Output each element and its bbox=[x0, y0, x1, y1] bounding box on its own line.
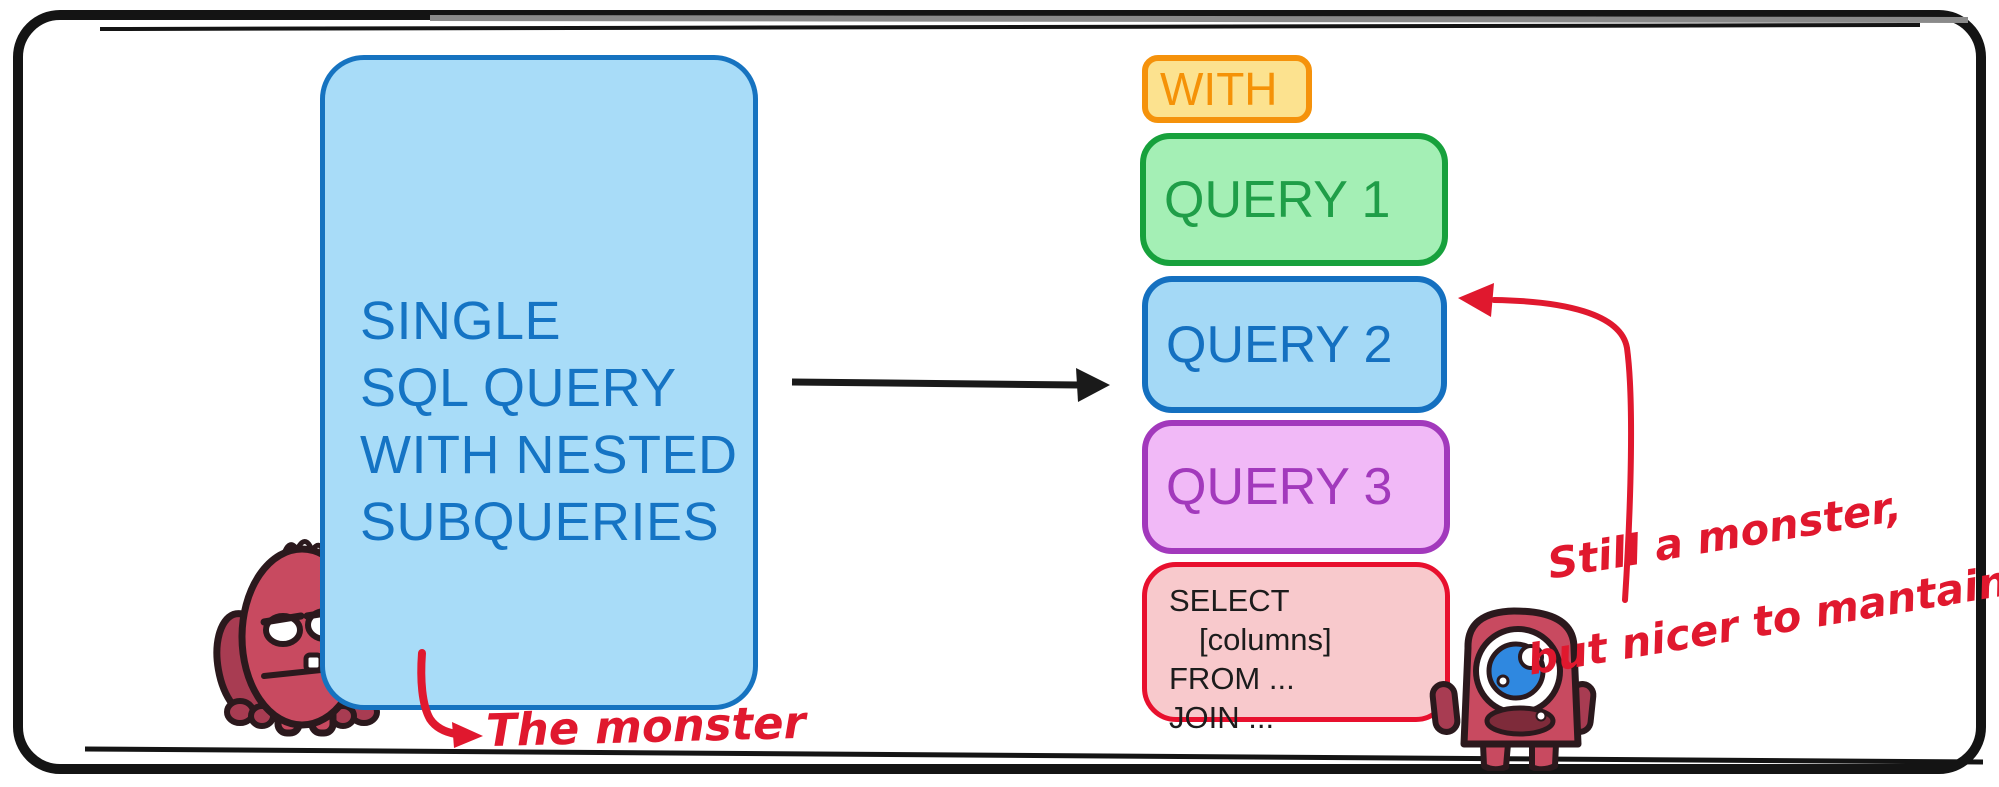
single-query-line: WITH NESTED bbox=[360, 425, 738, 485]
query-3-label: QUERY 3 bbox=[1166, 458, 1393, 516]
query-2-box: QUERY 2 bbox=[1142, 276, 1447, 413]
query-3-box: QUERY 3 bbox=[1142, 420, 1450, 554]
query-1-box: QUERY 1 bbox=[1140, 133, 1448, 266]
cyclops-monster-icon bbox=[1429, 607, 1597, 771]
query-1-label: QUERY 1 bbox=[1164, 170, 1391, 229]
single-query-line: SINGLE bbox=[360, 291, 562, 351]
select-line: [columns] bbox=[1199, 622, 1332, 657]
single-query-box-text: SINGLE SQL QUERY WITH NESTED SUBQUERIES bbox=[360, 288, 738, 556]
monster-caption: The monster bbox=[485, 695, 807, 758]
select-line: JOIN ... bbox=[1169, 700, 1275, 735]
select-box: SELECT [columns] FROM ... JOIN ... bbox=[1142, 562, 1450, 735]
query-2-label: QUERY 2 bbox=[1166, 315, 1393, 374]
monster-pointer-arrow-icon bbox=[417, 649, 483, 748]
select-line: SELECT bbox=[1169, 583, 1290, 618]
maintain-pointer-arrow-icon bbox=[1458, 283, 1635, 603]
with-box: WITH bbox=[1142, 55, 1312, 123]
select-line: FROM ... bbox=[1169, 661, 1295, 696]
single-query-box bbox=[320, 55, 758, 710]
with-label: WITH bbox=[1160, 63, 1278, 115]
single-query-line: SUBQUERIES bbox=[360, 492, 720, 552]
single-query-line: SQL QUERY bbox=[360, 358, 677, 418]
transform-arrow-icon bbox=[791, 368, 1110, 402]
